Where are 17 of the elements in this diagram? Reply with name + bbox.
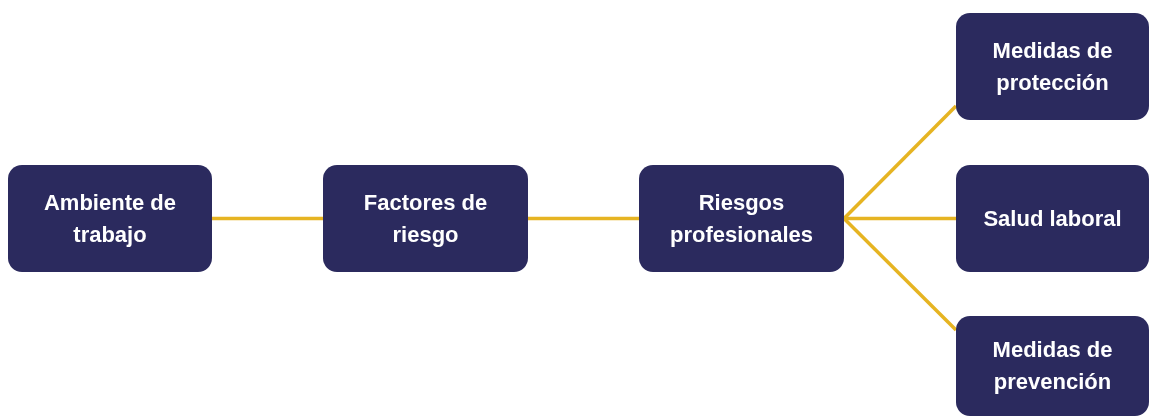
process-box — [956, 13, 1149, 120]
process-box — [8, 165, 212, 272]
connector-line — [842, 217, 958, 332]
process-box — [956, 165, 1149, 272]
process-box — [956, 316, 1149, 416]
process-box — [323, 165, 528, 272]
process-box — [639, 165, 844, 272]
connector-line — [528, 216, 639, 221]
box-label: Salud laboral — [982, 204, 1123, 233]
connector-line — [212, 216, 323, 221]
connector-line — [842, 104, 958, 220]
box-label: Medidas de protección — [991, 36, 1114, 97]
box-label: Ambiente de trabajo — [43, 188, 177, 249]
box-label: Riesgos profesionales — [668, 188, 814, 249]
box-label: Medidas de prevención — [991, 336, 1114, 396]
connector-line — [844, 216, 956, 221]
box-label: Factores de riesgo — [362, 188, 489, 249]
